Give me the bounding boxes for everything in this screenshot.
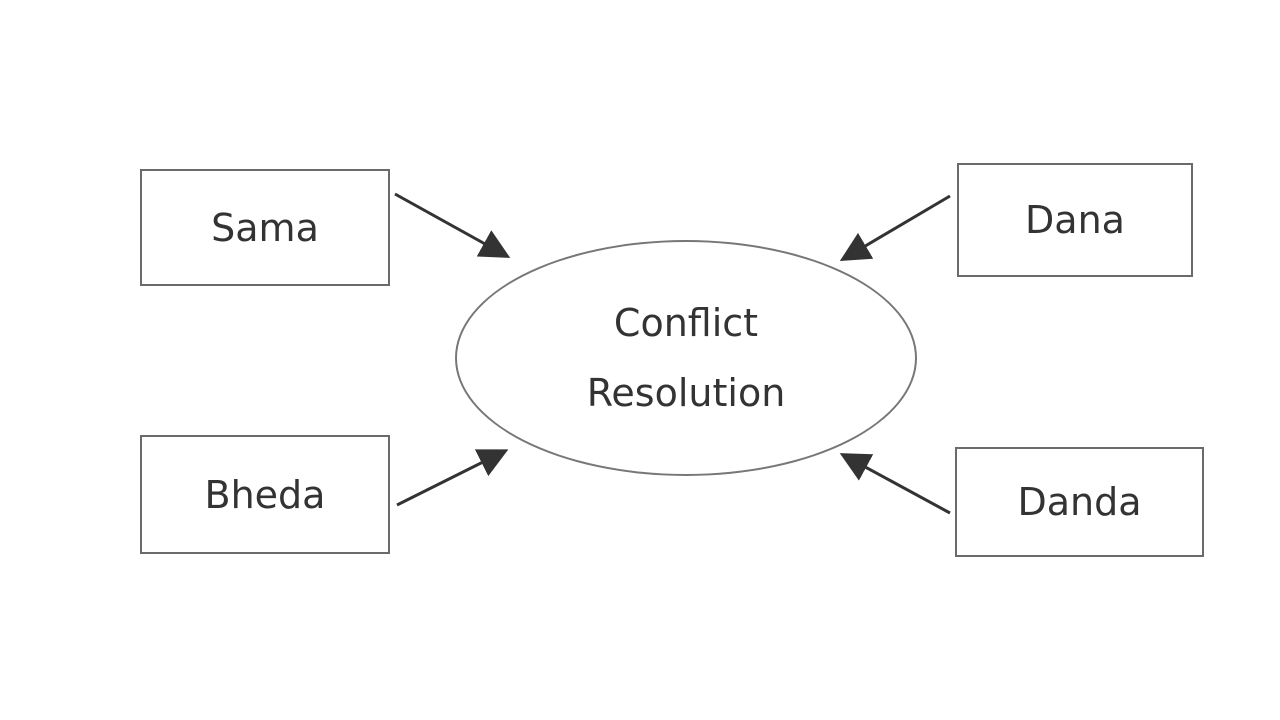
- node-bheda: Bheda: [140, 435, 390, 554]
- node-label: Dana: [1025, 198, 1125, 242]
- node-dana: Dana: [957, 163, 1193, 277]
- arrow-sama: [394, 192, 511, 258]
- arrow-danda: [839, 453, 951, 515]
- arrow-bheda: [396, 449, 509, 507]
- node-label: Danda: [1017, 480, 1142, 524]
- center-label-line2: Resolution: [586, 371, 786, 415]
- node-danda: Danda: [955, 447, 1204, 557]
- node-sama: Sama: [140, 169, 390, 286]
- node-label: Sama: [211, 205, 319, 250]
- center-label-line1: Conflict: [613, 301, 759, 345]
- arrow-dana: [839, 194, 951, 262]
- node-label: Bheda: [204, 472, 326, 517]
- conflict-resolution-ellipse: Conflict Resolution: [455, 240, 917, 476]
